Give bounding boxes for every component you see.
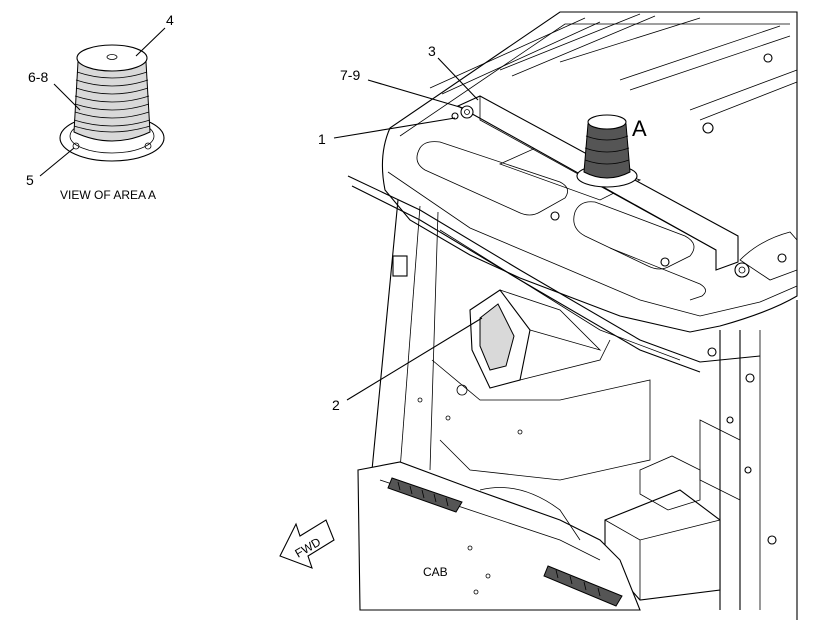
beacon-lens-body — [73, 61, 151, 142]
leader-4 — [135, 27, 166, 57]
rear-bracket — [699, 419, 741, 501]
callout-6-8: 6-8 — [28, 69, 48, 85]
cab-label: CAB — [423, 565, 448, 579]
callout-5: 5 — [26, 172, 34, 188]
callout-7-9: 7-9 — [340, 67, 360, 83]
base-screw-right — [144, 142, 152, 150]
leader-3 — [437, 57, 479, 101]
base-screw-left — [72, 142, 80, 150]
fwd-arrow-icon: FWD — [279, 519, 335, 569]
rear-frame-bolts — [707, 347, 777, 545]
view-caption: VIEW OF AREA A — [60, 188, 156, 202]
control-lever — [639, 455, 701, 511]
mounting-bar-edge — [479, 96, 717, 251]
leader-6-8 — [53, 83, 81, 111]
leader-7-9 — [367, 79, 464, 109]
roof-edge — [399, 23, 790, 137]
roof-front-lip — [387, 171, 798, 317]
roof-rear-recess — [739, 231, 798, 281]
dash-shelf-crease — [479, 487, 581, 541]
dash-vent-right — [543, 565, 623, 607]
roof-recess-front — [498, 145, 642, 201]
leader-1 — [333, 117, 456, 139]
callout-4: 4 — [166, 12, 174, 28]
camera-unit — [469, 289, 611, 389]
area-a-marker: A — [632, 116, 647, 141]
beacon-detail-view: 4 6-8 5 VIEW OF AREA A — [26, 12, 174, 202]
beacon-dome-cap — [106, 54, 118, 60]
interior-panel — [431, 359, 651, 481]
roof-recess-left — [416, 141, 568, 216]
callout-3: 3 — [428, 43, 436, 59]
callout-1: 1 — [318, 131, 326, 147]
bar-bolt-front-inner — [464, 109, 470, 115]
handrail — [347, 175, 761, 363]
leader-5 — [39, 147, 75, 177]
bar-bolt-rear — [734, 262, 750, 278]
beacon-lens-ribs — [73, 71, 151, 133]
roof-beacon — [576, 114, 638, 188]
roof-fasteners — [451, 53, 787, 267]
cab-main-view: A — [318, 11, 798, 620]
pillar-bracket — [392, 255, 408, 277]
cab-pillar-left-inner — [399, 205, 421, 471]
roof-recess-right — [573, 201, 695, 270]
bar-bolt-front — [460, 105, 474, 119]
leader-2 — [346, 317, 483, 401]
bar-bolt-rear-inner — [738, 266, 746, 274]
beacon-dome-top — [76, 44, 148, 72]
cab-pillar-mid — [429, 211, 439, 471]
callout-2: 2 — [332, 397, 340, 413]
dash-vent-left — [387, 477, 463, 513]
windshield-frame — [439, 229, 681, 361]
cab-screws — [417, 384, 523, 595]
cab-pillar-left — [371, 199, 399, 471]
roof-recess-side — [609, 247, 706, 301]
